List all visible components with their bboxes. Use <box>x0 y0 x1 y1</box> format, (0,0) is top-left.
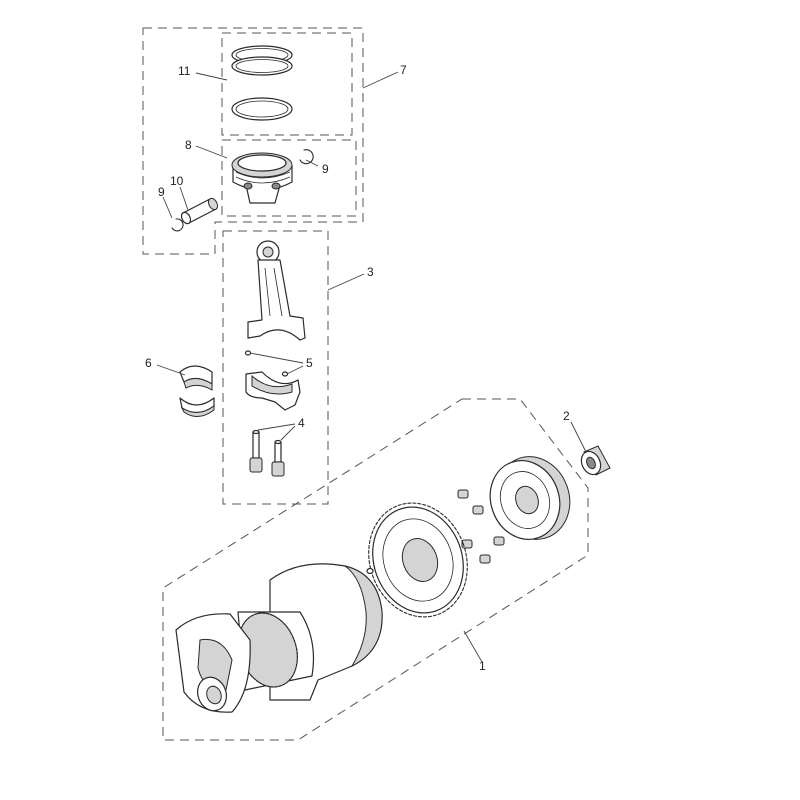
circlip-left <box>171 218 184 232</box>
flywheel-disc <box>489 456 571 540</box>
group-outline-con-rod <box>222 230 329 505</box>
piston <box>231 152 293 204</box>
rod-cap <box>245 371 301 411</box>
group-outline-piston <box>221 139 357 217</box>
callout-1: 1 <box>479 659 486 673</box>
callout-7: 7 <box>400 63 407 77</box>
callout-8: 8 <box>185 138 192 152</box>
gear-dowel <box>366 567 374 575</box>
bearing-shells <box>179 365 215 417</box>
con-rod-bolt-left <box>249 429 263 473</box>
piston-rings <box>231 45 293 121</box>
callout-10: 10 <box>170 174 184 188</box>
callout-9-right: 9 <box>322 162 329 176</box>
callout-6: 6 <box>145 356 152 370</box>
circlip-right <box>299 149 314 165</box>
callout-3: 3 <box>367 265 374 279</box>
callout-9-left: 9 <box>158 185 165 199</box>
gudgeon-pin <box>180 197 219 225</box>
needle-bearing <box>580 445 611 476</box>
flywheel-bolts <box>457 489 505 564</box>
connecting-rod <box>247 240 306 341</box>
crank-gear <box>368 502 468 618</box>
con-rod-bolt-right <box>271 439 285 477</box>
group-outline-rings <box>221 32 353 136</box>
crankshaft <box>175 563 383 713</box>
callout-4: 4 <box>298 416 305 430</box>
leader-lines <box>156 71 587 663</box>
dowels <box>244 350 289 377</box>
callouts: 1 2 3 4 5 6 7 8 9 9 10 11 <box>145 63 570 673</box>
group-outline-crankshaft <box>162 398 589 741</box>
callout-2: 2 <box>563 409 570 423</box>
group-outline-piston-kit <box>142 27 364 255</box>
callout-11: 11 <box>178 64 191 78</box>
callout-5: 5 <box>306 356 313 370</box>
group-outlines <box>142 27 589 741</box>
